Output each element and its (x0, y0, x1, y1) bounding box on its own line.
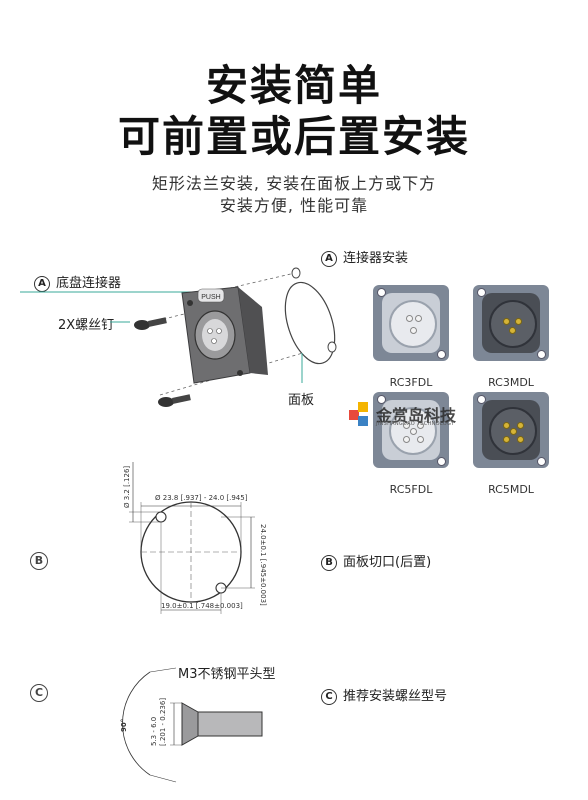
exploded-assembly-drawing: PUSH (20, 267, 337, 407)
model-rc3mdl: RC3MDL (488, 376, 534, 389)
angle-label: 90° (120, 719, 128, 732)
tile-rc5mdl (473, 392, 549, 468)
tile-rc3fdl (373, 285, 449, 361)
tile-rc5fdl (373, 392, 449, 468)
watermark-sub: JINSHANGDAO TECHNOLOGY (376, 421, 455, 427)
screw-bottom (158, 394, 191, 407)
model-rc3fdl: RC3FDL (389, 376, 433, 389)
panel-disc (284, 281, 336, 365)
tile-rc3mdl (473, 285, 549, 361)
marker-a-right: A (321, 250, 337, 267)
dim-hole: Ø 3.2 [.126] (123, 466, 131, 508)
page-title-line2: 可前置或后置安装 (117, 112, 470, 161)
model-rc5mdl: RC5MDL (488, 483, 534, 496)
screw-top (134, 317, 167, 330)
dim-diameter: Ø 23.8 [.937] - 24.0 [.945] (155, 494, 248, 502)
connector-body: PUSH (181, 286, 268, 384)
watermark-logo-icon (349, 402, 375, 428)
dim-vertical: 24.0±0.1 [.945±0.003] (259, 524, 267, 606)
marker-c-right: C (321, 688, 337, 705)
dim-len2: [.201 - 0.236] (159, 698, 167, 746)
screw-type-label: M3不锈钢平头型 (178, 667, 276, 682)
screw-drawing: 90° 5.3 - 6.0 [.201 - 0.236] (120, 667, 263, 783)
marker-b: B (30, 552, 48, 570)
dim-horizontal: 19.0±0.1 [.748±0.003] (161, 602, 243, 610)
panel-cutout-drawing: Ø 23.8 [.937] - 24.0 [.945] 24.0±0.1 [.9… (123, 462, 267, 614)
dim-len1: 5.3 - 6.0 (150, 717, 158, 746)
page-title: 安装简单 (205, 61, 382, 110)
mount-hole-top (155, 511, 167, 523)
push-tab-label: PUSH (201, 294, 220, 301)
subtitle-line1: 矩形法兰安装, 安装在面板上方或下方 (151, 174, 437, 193)
panel-label: 面板 (288, 393, 315, 408)
marker-b-right: B (321, 554, 337, 571)
marker-c: C (30, 684, 48, 702)
screws-label: 2X螺丝钉 (58, 318, 115, 333)
model-rc5fdl: RC5FDL (389, 483, 433, 496)
subtitle-line2: 安装方便, 性能可靠 (219, 196, 369, 215)
watermark-name: 金赏岛科技 (376, 406, 457, 425)
marker-a: A (34, 275, 50, 292)
